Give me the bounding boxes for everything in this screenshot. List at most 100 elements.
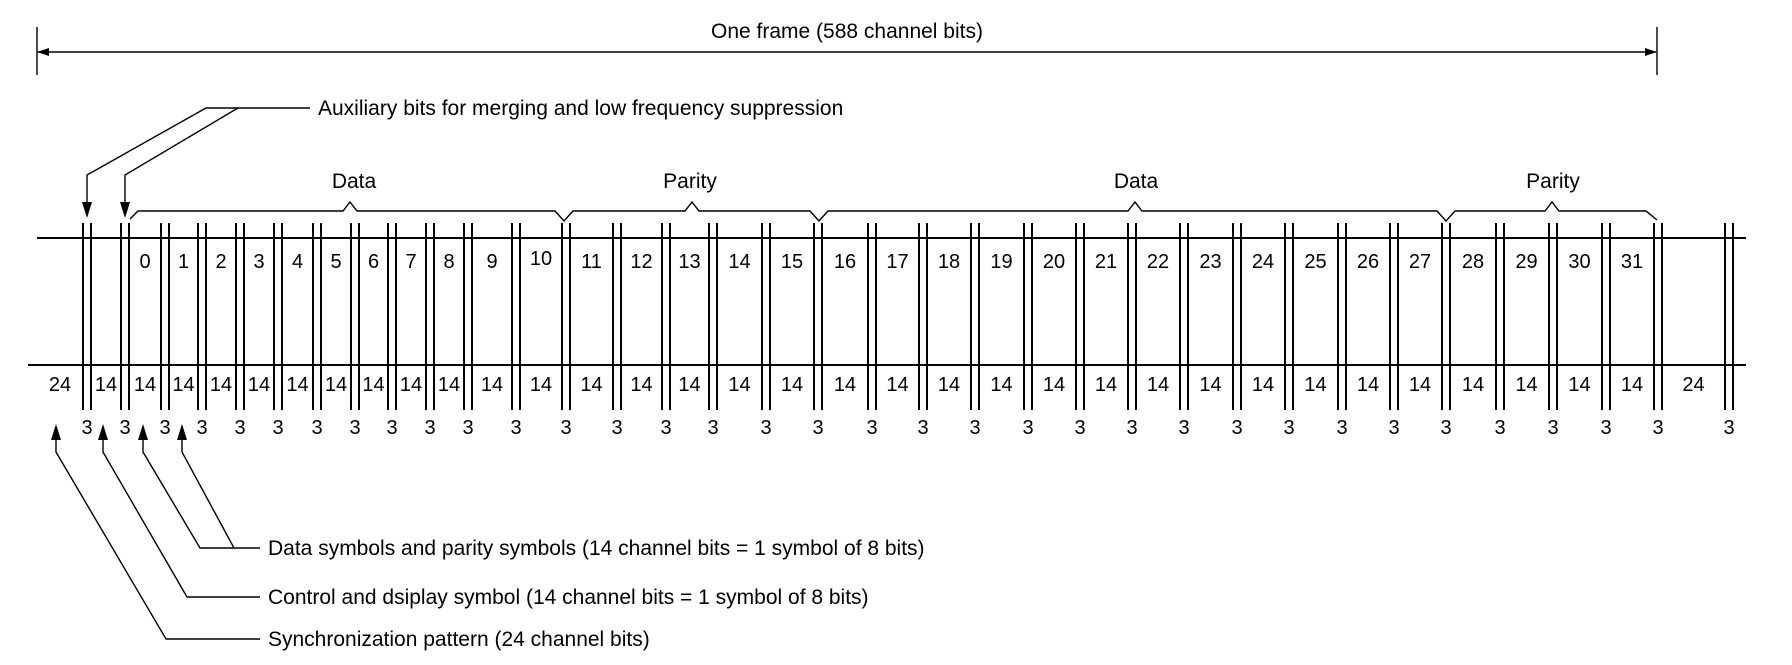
bit-counts: 24 14 14 14 14 14 14 14 14 14 14 14 14 14 14 14 14 14 14 14… bbox=[49, 374, 1705, 396]
bit-count-label: 14 bbox=[1621, 374, 1643, 396]
group-label: Data bbox=[332, 170, 377, 193]
legend-sync-pattern: Synchronization pattern (24 channel bits… bbox=[268, 628, 650, 651]
bit-count-label: 14 bbox=[325, 374, 347, 396]
data-leader-2 bbox=[181, 438, 235, 549]
merging-bits-label: 3 bbox=[1652, 417, 1663, 439]
symbol-number: 7 bbox=[405, 251, 416, 273]
bit-count-label: 14 bbox=[886, 374, 908, 396]
bit-count-label: 14 bbox=[1252, 374, 1274, 396]
arrow-down-icon bbox=[120, 202, 130, 218]
separator-pair bbox=[1337, 223, 1347, 410]
symbol-number: 30 bbox=[1568, 251, 1590, 273]
bit-count-label: 14 bbox=[1515, 374, 1537, 396]
sync-leader bbox=[55, 438, 260, 640]
bit-count-label: 14 bbox=[728, 374, 750, 396]
separator-pair bbox=[561, 223, 571, 410]
bit-count-label: 14 bbox=[1199, 374, 1221, 396]
separator-pair bbox=[1179, 223, 1189, 410]
symbol-number: 14 bbox=[728, 251, 750, 273]
symbol-number: 24 bbox=[1252, 251, 1274, 273]
symbol-number: 2 bbox=[215, 251, 226, 273]
symbol-number: 5 bbox=[330, 251, 341, 273]
symbol-number: 1 bbox=[178, 251, 189, 273]
merging-bits-label: 3 bbox=[969, 417, 980, 439]
separator-pair bbox=[867, 223, 877, 410]
bit-count-label: 14 bbox=[1043, 374, 1065, 396]
merging-bits-label: 3 bbox=[349, 417, 360, 439]
merging-bits-label: 3 bbox=[81, 417, 92, 439]
bit-count-label: 14 bbox=[1304, 374, 1326, 396]
symbol-number: 26 bbox=[1357, 251, 1379, 273]
bit-count-label: 14 bbox=[1357, 374, 1379, 396]
separator-pair bbox=[312, 223, 322, 410]
separator-pair bbox=[511, 223, 521, 410]
symbol-number: 22 bbox=[1147, 251, 1169, 273]
bit-count-label: 14 bbox=[172, 374, 194, 396]
merging-bits-label: 3 bbox=[1178, 417, 1189, 439]
symbol-number: 8 bbox=[443, 251, 454, 273]
merging-bits-label: 3 bbox=[1126, 417, 1137, 439]
bit-count-label: 24 bbox=[1682, 374, 1704, 396]
separator-pair bbox=[425, 223, 435, 410]
separator-pair bbox=[612, 223, 622, 410]
arrow-up-icon bbox=[51, 424, 61, 440]
bit-count-label: 14 bbox=[286, 374, 308, 396]
legend-control-symbol: Control and dsiplay symbol (14 channel b… bbox=[268, 586, 869, 609]
merging-bits-label: 3 bbox=[272, 417, 283, 439]
merging-bits-label: 3 bbox=[917, 417, 928, 439]
separator-pair bbox=[1127, 223, 1137, 410]
symbol-number: 17 bbox=[886, 251, 908, 273]
symbol-number: 0 bbox=[139, 251, 150, 273]
merging-bits-label: 3 bbox=[560, 417, 571, 439]
control-leader bbox=[102, 438, 260, 598]
symbol-number: 23 bbox=[1199, 251, 1221, 273]
legend-data-symbols: Data symbols and parity symbols (14 chan… bbox=[268, 537, 925, 560]
bit-count-label: 14 bbox=[1409, 374, 1431, 396]
merging-bits-label: 3 bbox=[1022, 417, 1033, 439]
arrow-up-icon bbox=[98, 424, 108, 440]
merging-bits-label: 3 bbox=[1336, 417, 1347, 439]
merging-bits-label: 3 bbox=[311, 417, 322, 439]
bit-count-label: 14 bbox=[400, 374, 422, 396]
separator-pair bbox=[1601, 223, 1611, 410]
separator-pair bbox=[1023, 223, 1033, 410]
symbol-number: 21 bbox=[1095, 251, 1117, 273]
separator-pair bbox=[160, 223, 170, 410]
merging-bits-label: 3 bbox=[234, 417, 245, 439]
merging-bit-separators bbox=[82, 223, 1734, 410]
merging-bits-label: 3 bbox=[462, 417, 473, 439]
merging-bits-label: 3 bbox=[611, 417, 622, 439]
separator-pair bbox=[708, 223, 718, 410]
bit-count-label: 14 bbox=[438, 374, 460, 396]
symbol-number: 16 bbox=[834, 251, 856, 273]
symbol-number: 4 bbox=[292, 251, 303, 273]
separator-pair bbox=[1284, 223, 1294, 410]
separator-pair bbox=[918, 223, 928, 410]
bit-count-label: 14 bbox=[530, 374, 552, 396]
brace-line bbox=[129, 200, 1658, 223]
merging-bits-label: 3 bbox=[386, 417, 397, 439]
separator-pair bbox=[1441, 223, 1451, 410]
symbol-number: 25 bbox=[1304, 251, 1326, 273]
separator-pair bbox=[1232, 223, 1242, 410]
symbol-number: 29 bbox=[1515, 251, 1537, 273]
bit-count-label: 14 bbox=[248, 374, 270, 396]
bit-count-label: 14 bbox=[481, 374, 503, 396]
merging-bits-label: 3 bbox=[812, 417, 823, 439]
symbol-number: 3 bbox=[253, 251, 264, 273]
merging-bits-label: 3 bbox=[1074, 417, 1085, 439]
merging-bits-label: 3 bbox=[1547, 417, 1558, 439]
merging-bits-label: 3 bbox=[1388, 417, 1399, 439]
separator-pair bbox=[1389, 223, 1399, 410]
legend-callouts: Data symbols and parity symbols (14 chan… bbox=[51, 424, 925, 651]
symbol-number: 18 bbox=[938, 251, 960, 273]
merging-bits-label: 3 bbox=[660, 417, 671, 439]
symbol-number: 13 bbox=[678, 251, 700, 273]
group-label: Data bbox=[1114, 170, 1159, 193]
auxiliary-label: Auxiliary bits for merging and low frequ… bbox=[318, 97, 843, 120]
separator-pair bbox=[1724, 223, 1734, 410]
bit-count-label: 14 bbox=[990, 374, 1012, 396]
merging-bits-label: 3 bbox=[707, 417, 718, 439]
separator-pair bbox=[82, 223, 92, 410]
